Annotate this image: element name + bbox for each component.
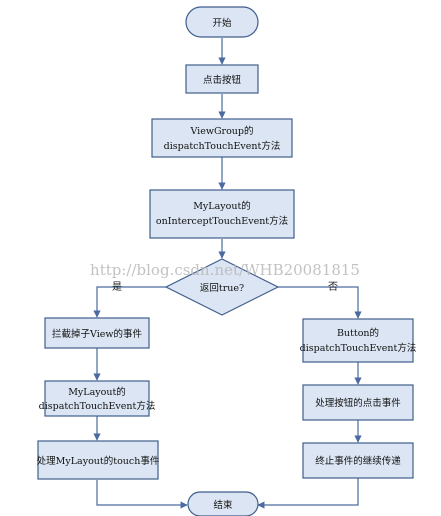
viewgroup-dispatch-line1: ViewGroup的 bbox=[189, 125, 253, 137]
mylayout-dispatch-line1: MyLayout的 bbox=[68, 386, 126, 398]
button-dispatch-line2: dispatchTouchEvent方法 bbox=[300, 342, 417, 354]
viewgroup-dispatch-line2: dispatchTouchEvent方法 bbox=[164, 140, 281, 152]
end-label: 结束 bbox=[213, 499, 233, 511]
mylayout-intercept-line2: onInterceptTouchEvent方法 bbox=[156, 215, 288, 227]
mylayout-touch-node bbox=[37, 440, 159, 480]
decision-node bbox=[164, 258, 280, 316]
button-dispatch-line1: Button的 bbox=[337, 327, 379, 339]
mylayout-intercept-node bbox=[149, 189, 295, 239]
click-button-node bbox=[185, 64, 259, 94]
edges bbox=[93, 38, 362, 509]
button-click-handle-node bbox=[302, 384, 414, 421]
edge-touch-to-end bbox=[96, 480, 188, 509]
viewgroup-dispatch-node bbox=[151, 118, 293, 158]
end-node bbox=[187, 491, 259, 516]
mylayout-dispatch-line2: dispatchTouchEvent方法 bbox=[39, 400, 156, 412]
button-click-handle-label: 处理按钮的点击事件 bbox=[315, 397, 401, 409]
watermark-text: http://blog.csdn.net/WHB20081815 bbox=[90, 261, 360, 279]
edge-decision-yes bbox=[93, 286, 166, 318]
intercept-child-node bbox=[44, 317, 150, 349]
edge-decision-no bbox=[278, 286, 362, 319]
mylayout-intercept-line1: MyLayout的 bbox=[193, 200, 251, 212]
button-dispatch-node bbox=[302, 318, 414, 363]
intercept-child-label: 拦截掉子View的事件 bbox=[52, 328, 142, 340]
click-button-label: 点击按钮 bbox=[203, 74, 242, 86]
mylayout-dispatch-node bbox=[44, 380, 150, 417]
start-label: 开始 bbox=[212, 17, 232, 29]
decision-label: 返回true? bbox=[200, 282, 244, 294]
terminate-node bbox=[302, 442, 414, 479]
terminate-label: 终止事件的继续传递 bbox=[315, 455, 401, 467]
yes-label: 是 bbox=[112, 281, 122, 293]
mylayout-touch-label: 处理MyLayout的touch事件 bbox=[37, 455, 160, 467]
no-label: 否 bbox=[328, 281, 338, 293]
start-node bbox=[185, 6, 259, 38]
edge-terminate-to-end bbox=[257, 478, 359, 509]
